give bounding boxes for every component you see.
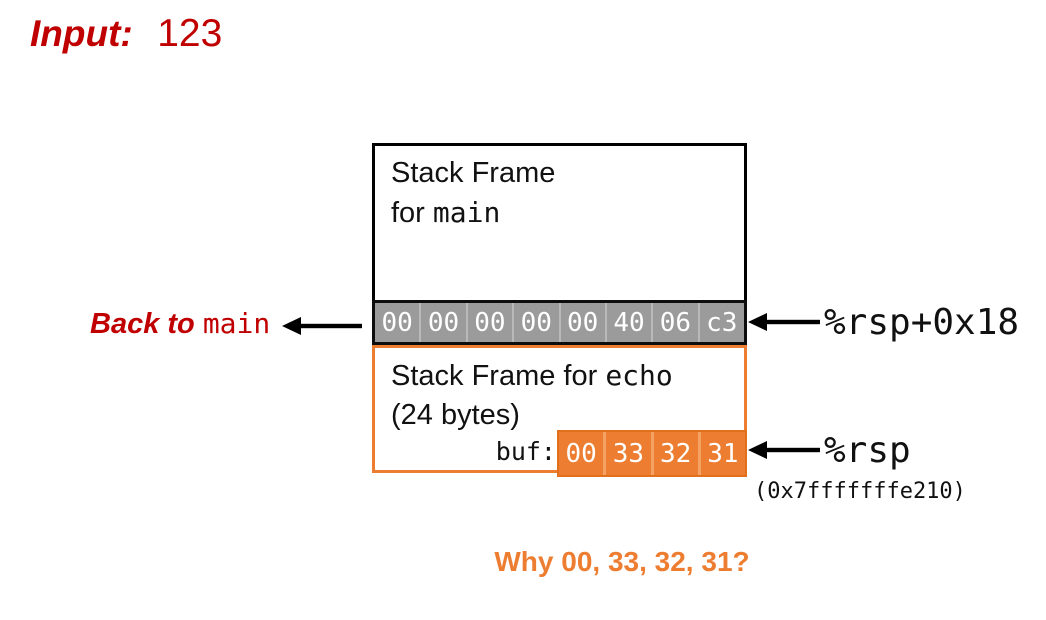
arrow-left-icon <box>282 317 362 335</box>
buf-byte-cell: 32 <box>653 432 701 475</box>
buf-byte-cell: 33 <box>606 432 654 475</box>
return-address-byte-cell: 00 <box>467 303 515 342</box>
main-frame-title-line1: Stack Frame <box>391 157 556 189</box>
input-line: Input: 123 <box>30 12 222 56</box>
echo-frame-title-prefix: Stack Frame for <box>391 360 606 392</box>
main-frame-title-code: main <box>432 196 501 229</box>
rsp-address-label: (0x7fffffffe210) <box>754 479 966 504</box>
return-address-byte-cell: c3 <box>699 303 744 342</box>
return-address-byte-cell: 00 <box>514 303 561 342</box>
main-stack-frame-box: Stack Frame for main <box>372 143 747 303</box>
back-to-main-label: Back to main <box>90 307 270 341</box>
arrow-left-icon <box>748 441 820 459</box>
main-frame-title-line2-prefix: for <box>391 197 433 229</box>
echo-frame-subtitle: (24 bytes) <box>391 399 520 431</box>
buf-label: buf: <box>495 437 556 466</box>
main-frame-title: Stack Frame for main <box>391 154 744 233</box>
return-address-byte-cell: 00 <box>421 303 468 342</box>
return-address-byte-cell: 06 <box>653 303 700 342</box>
question-text: Why 00, 33, 32, 31? <box>494 546 750 577</box>
buf-byte-cell: 31 <box>700 432 745 475</box>
arrow-left-icon <box>748 313 820 331</box>
echo-frame-title: Stack Frame for echo (24 bytes) <box>391 356 744 435</box>
input-value: 123 <box>157 12 223 55</box>
rsp-label: %rsp <box>824 430 911 471</box>
back-to-prefix: Back to <box>90 308 203 340</box>
return-address-byte-cell: 00 <box>375 303 422 342</box>
return-address-byte-cell: 00 <box>560 303 607 342</box>
rsp-offset-label: %rsp+0x18 <box>824 302 1020 343</box>
return-address-byte-cell: 40 <box>606 303 654 342</box>
input-label: Input: <box>30 13 133 54</box>
echo-frame-title-code: echo <box>605 359 673 392</box>
back-to-code: main <box>202 307 271 340</box>
buf-byte-cell: 00 <box>559 432 607 475</box>
